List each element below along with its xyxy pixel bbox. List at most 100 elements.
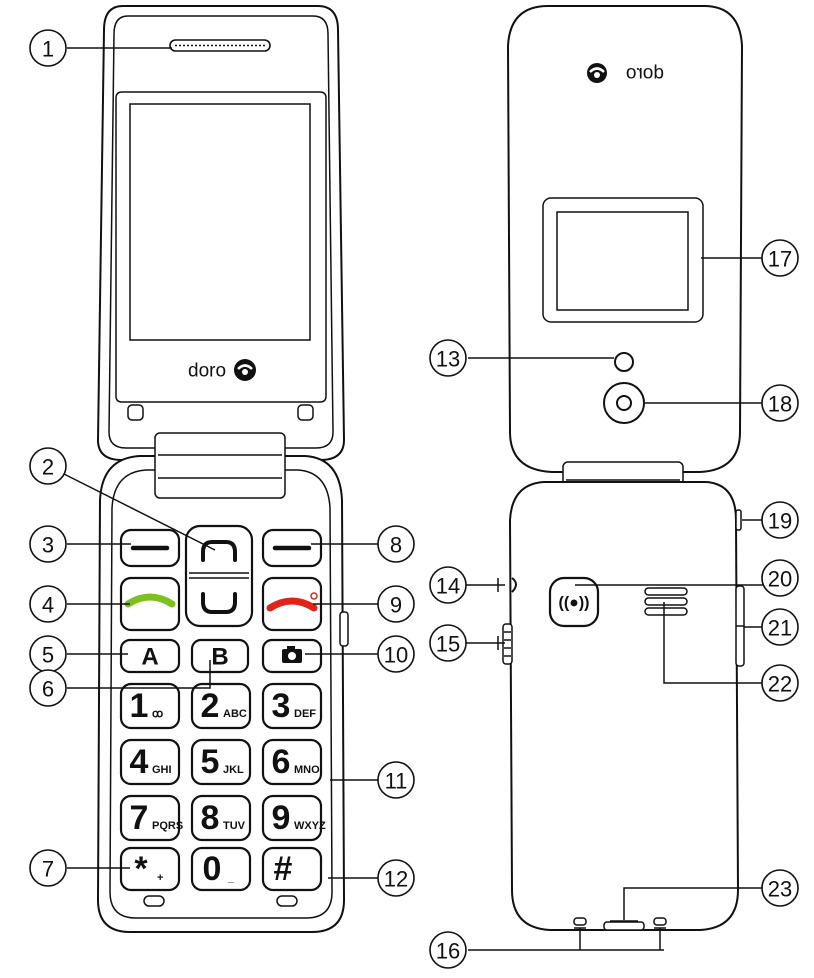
camera-icon	[282, 646, 302, 663]
camera-flash-icon	[614, 352, 634, 372]
digit-key-5-label: 5	[201, 743, 220, 781]
callout-7-number: 7	[42, 857, 54, 882]
digit-key-3-label: 3	[272, 687, 291, 725]
callout-9-number: 9	[390, 593, 402, 618]
front-logo-text: doro	[188, 361, 226, 382]
back-logo-text: doro	[626, 63, 664, 84]
leader-lines	[59, 47, 764, 951]
callout-8: 8	[377, 525, 415, 563]
back-logo: doro	[626, 63, 664, 84]
bottom-key-2[interactable]: #	[261, 846, 323, 892]
callout-10: 10	[377, 635, 415, 673]
callout-9: 9	[377, 585, 415, 623]
callout-5: 5	[29, 635, 67, 673]
main-display	[129, 103, 311, 341]
assistance-button[interactable]	[548, 576, 600, 628]
callout-8-number: 8	[390, 533, 402, 558]
callout-5-number: 5	[42, 643, 54, 668]
callout-15-number: 15	[436, 632, 460, 657]
callout-21: 21	[761, 608, 799, 646]
back-base	[508, 481, 740, 931]
callout-14-number: 14	[436, 574, 460, 599]
digit-key-8-label: 8	[201, 799, 220, 837]
callout-6: 6	[29, 669, 67, 707]
digit-key-3-letters: DEF	[294, 708, 316, 720]
callout-13: 13	[429, 339, 467, 377]
external-display	[556, 211, 689, 311]
digit-key-9-label: 9	[272, 799, 291, 837]
digit-key-4-label: 4	[130, 743, 149, 781]
digit-key-5-letters: JKL	[223, 764, 244, 776]
callout-13-number: 13	[436, 347, 460, 372]
lanyard-hole	[511, 577, 517, 593]
callout-12: 12	[377, 859, 415, 897]
digit-key-6-letters: MNO	[294, 764, 320, 776]
memory-key-b-label: B	[211, 644, 228, 671]
callout-10-number: 10	[384, 643, 408, 668]
charger-slot	[735, 509, 742, 531]
callout-22-number: 22	[768, 672, 792, 697]
bottom-key-0-label: *	[134, 850, 148, 888]
digit-key-6-label: 6	[272, 743, 291, 781]
callout-21-number: 21	[768, 616, 792, 641]
callout-19: 19	[761, 501, 799, 539]
memory-key-b[interactable]	[190, 638, 250, 674]
digit-key-1-letters: ꝏ	[152, 708, 163, 720]
callout-3: 3	[29, 525, 67, 563]
digit-key-2-label: 2	[201, 687, 220, 725]
headset-connector	[502, 623, 513, 665]
digit-key-2-letters: ABC	[223, 708, 247, 720]
callout-7: 7	[29, 849, 67, 887]
digit-key-1-label: 1	[130, 687, 149, 725]
callout-4: 4	[29, 585, 67, 623]
assistance-icon: ((●))	[559, 595, 590, 612]
bottom-key-1[interactable]: 0_	[190, 846, 252, 892]
callout-4-number: 4	[42, 593, 54, 618]
callout-2-number: 2	[42, 455, 54, 480]
callout-11-number: 11	[385, 769, 408, 794]
callout-3-number: 3	[42, 533, 54, 558]
bottom-key-1-label: 0	[203, 850, 222, 888]
callout-6-number: 6	[42, 677, 54, 702]
back-phone: doro ((●))	[502, 5, 745, 931]
hinge	[154, 432, 286, 499]
callout-2: 2	[29, 447, 67, 485]
callout-11: 11	[377, 761, 415, 799]
callout-23: 23	[761, 869, 799, 907]
callout-22: 22	[761, 664, 799, 702]
memory-key-a-label: A	[141, 644, 158, 671]
digit-key-8-letters: TUV	[223, 820, 246, 832]
callout-19-number: 19	[768, 509, 792, 534]
bottom-key-0[interactable]: *+	[119, 846, 181, 892]
back-doro-logo-icon	[587, 63, 607, 83]
memory-key-a[interactable]	[119, 638, 181, 674]
end-handset-icon	[266, 597, 318, 612]
charging-socket	[603, 921, 645, 931]
callout-16-number: 16	[436, 939, 460, 964]
digit-key-9-letters: WXYZ	[294, 820, 326, 832]
digit-key-7-label: 7	[130, 799, 149, 837]
bottom-key-2-label: #	[274, 850, 293, 888]
callout-15: 15	[429, 624, 467, 662]
callout-18-number: 18	[768, 392, 792, 417]
call-handset-icon	[124, 593, 176, 608]
doro-logo-icon	[234, 359, 256, 381]
callout-23-number: 23	[768, 877, 792, 902]
digit-key-4-letters: GHI	[152, 764, 172, 776]
callout-1: 1	[29, 29, 67, 67]
bottom-key-1-sub: _	[227, 872, 235, 884]
callout-14: 14	[429, 566, 467, 604]
bottom-key-0-sub: +	[157, 872, 163, 884]
callout-17-number: 17	[768, 247, 792, 272]
